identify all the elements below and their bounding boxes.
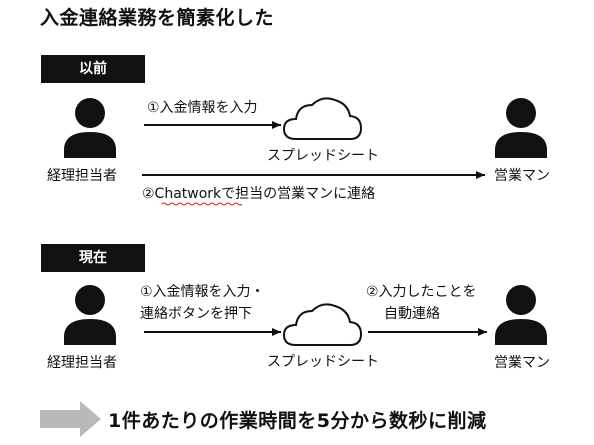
person-icon-accounting-now — [64, 285, 116, 345]
person-icon-sales-before — [495, 98, 547, 158]
sales-label-now: 営業マン — [494, 355, 550, 371]
section-label-now: 現在 — [41, 244, 145, 272]
spellcheck-underline — [161, 202, 243, 206]
person-icon-accounting-before — [64, 98, 116, 158]
person-icon-sales-now — [495, 285, 547, 345]
step1-label-now-line2: 連絡ボタンを押下 — [140, 306, 252, 322]
cloud-icon-before — [282, 97, 363, 140]
result-arrow-icon — [40, 401, 101, 437]
result-text: 1件あたりの作業時間を5分から数秒に削減 — [108, 410, 487, 432]
step2-label-now-line2: 自動連絡 — [384, 306, 440, 322]
accounting-label-now: 経理担当者 — [47, 355, 117, 371]
step2-label-before: ②Chatworkで担当の営業マンに連絡 — [142, 186, 376, 202]
section-label-before: 以前 — [41, 55, 145, 83]
step2-label-now-line1: ②入力したことを — [366, 284, 477, 300]
accounting-label-before: 経理担当者 — [47, 168, 117, 184]
page-title: 入金連絡業務を簡素化した — [40, 7, 275, 29]
step1-label-now-line1: ①入金情報を入力・ — [140, 284, 265, 300]
sales-label-before: 営業マン — [494, 168, 550, 184]
sheet-label-before: スプレッドシート — [267, 148, 379, 164]
sheet-label-now: スプレッドシート — [267, 354, 379, 370]
cloud-icon-now — [282, 303, 363, 346]
step1-label-before: ①入金情報を入力 — [147, 100, 258, 116]
